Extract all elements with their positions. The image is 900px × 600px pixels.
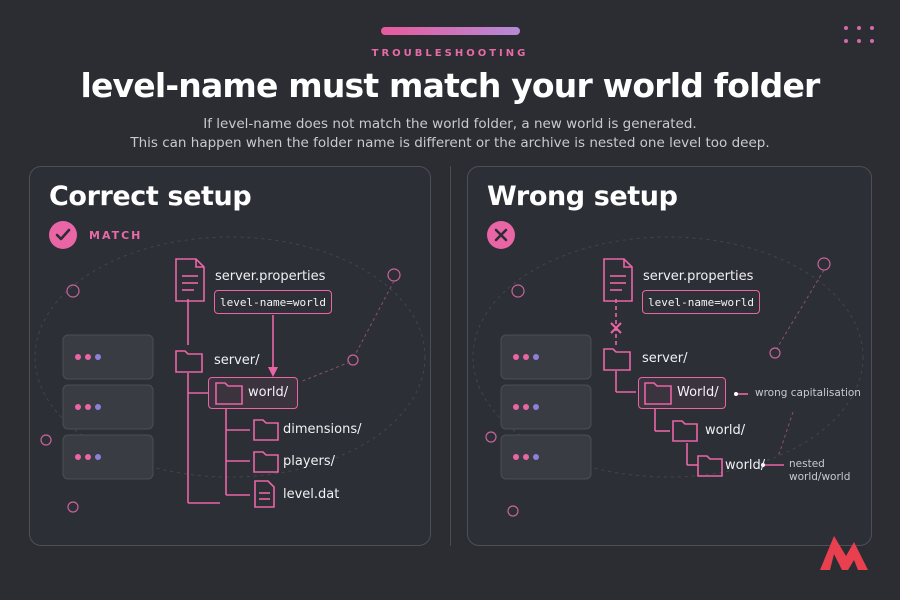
orbit-node [387, 268, 401, 282]
folder-icon [697, 455, 723, 477]
correct-setup-panel: Correct setup MATCH server.properties le… [29, 166, 431, 546]
brand-logo-icon [820, 536, 868, 570]
orbit-node [67, 501, 79, 513]
tree-lines [187, 299, 278, 504]
world-folder-highlight [208, 377, 298, 409]
orbit-node [40, 434, 52, 446]
orbit-node [511, 284, 525, 298]
orbit-link [299, 361, 351, 383]
orbit-node [769, 347, 781, 359]
page-title: level-name must match your world folder [80, 66, 820, 105]
folder-icon [253, 419, 279, 441]
nested-world-world-folder-label: world/ [725, 458, 766, 473]
wrong-setup-diagram [472, 236, 864, 517]
orbit-node [66, 284, 80, 298]
correct-setup-diagram [34, 236, 426, 513]
folder-icon [175, 350, 203, 373]
wrong-capitalisation-note: wrong capitalisation [755, 387, 861, 399]
check-icon [49, 221, 77, 249]
accent-bar [381, 27, 520, 35]
wrong-setup-panel: Wrong setup server.properties level-name… [467, 166, 872, 546]
document-icon [603, 258, 633, 302]
folder-icon [644, 382, 672, 405]
orbit-node [507, 505, 519, 517]
nested-note-line-2: world/world [789, 471, 851, 483]
nested-note-line-1: nested [789, 458, 825, 470]
folder-icon [603, 348, 631, 371]
match-label: MATCH [89, 229, 143, 242]
orbit-node [347, 354, 359, 366]
level-dat-label: level.dat [283, 487, 340, 502]
world-caps-highlight [638, 377, 726, 409]
document-icon [175, 258, 205, 302]
world-caps-folder-label: World/ [677, 385, 719, 400]
orbit-node [485, 431, 497, 443]
orbit-link [354, 280, 395, 356]
server-rack-icon [500, 334, 592, 480]
tree-lines [615, 299, 784, 467]
orbit-link [777, 411, 794, 458]
server-folder-label: server/ [214, 353, 260, 368]
server-properties-label: server.properties [215, 269, 326, 284]
level-name-code: level-name=world [214, 290, 332, 314]
wrong-setup-title: Wrong setup [487, 181, 678, 212]
dots-grid-icon [842, 24, 876, 46]
subtitle-line-2: This can happen when the folder name is … [130, 135, 770, 151]
folder-icon [672, 420, 698, 442]
correct-setup-title: Correct setup [49, 181, 252, 212]
orbit-ring [472, 236, 864, 478]
file-icon [254, 480, 275, 508]
nested-world-folder-label: world/ [705, 423, 746, 438]
players-folder-label: players/ [283, 454, 336, 469]
orbit-link [776, 269, 825, 349]
x-mark-icon [610, 322, 622, 334]
folder-icon [215, 382, 243, 405]
level-name-code: level-name=world [642, 290, 760, 314]
folder-icon [253, 451, 279, 473]
section-kicker: TROUBLESHOOTING [371, 48, 529, 59]
x-circle-icon [487, 221, 515, 249]
server-folder-label: server/ [642, 351, 688, 366]
orbit-node [817, 257, 831, 271]
orbit-ring [34, 236, 426, 478]
subtitle-line-1: If level-name does not match the world f… [203, 116, 697, 132]
server-properties-label: server.properties [643, 269, 754, 284]
world-folder-label: world/ [248, 385, 289, 400]
panel-divider [450, 166, 451, 546]
server-rack-icon [62, 334, 154, 480]
dimensions-folder-label: dimensions/ [283, 422, 362, 437]
